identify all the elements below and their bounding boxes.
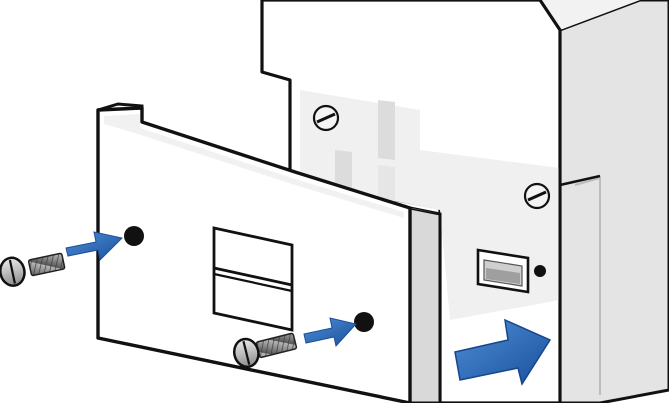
slide-plate-arrow bbox=[454, 318, 552, 386]
wall-box-top-face bbox=[262, 0, 669, 30]
wall-box-screw-right bbox=[523, 182, 551, 210]
faceplate-screw-hole-left bbox=[124, 226, 144, 246]
wall-box-screw-top bbox=[312, 104, 340, 132]
faceplate-screw-hole-right bbox=[354, 312, 374, 332]
screw-insert-arrow bbox=[65, 231, 124, 262]
faceplate-screw bbox=[232, 332, 298, 369]
screw-thread bbox=[27, 252, 66, 277]
front-faceplate bbox=[96, 102, 442, 403]
wall-box-step bbox=[559, 174, 601, 187]
mounting-screw bbox=[0, 252, 66, 287]
front-faceplate-edge bbox=[408, 206, 442, 403]
wall-box-inner-edge bbox=[574, 176, 601, 395]
faceplate-window bbox=[212, 226, 294, 332]
wall-box-side-face bbox=[558, 0, 669, 403]
screw-head bbox=[0, 256, 26, 287]
connector-socket bbox=[476, 248, 546, 294]
front-faceplate-tab bbox=[97, 102, 144, 122]
screw-insert-arrow bbox=[303, 317, 357, 348]
wall-box-rib bbox=[378, 100, 395, 160]
connector-socket-hole bbox=[534, 265, 546, 277]
